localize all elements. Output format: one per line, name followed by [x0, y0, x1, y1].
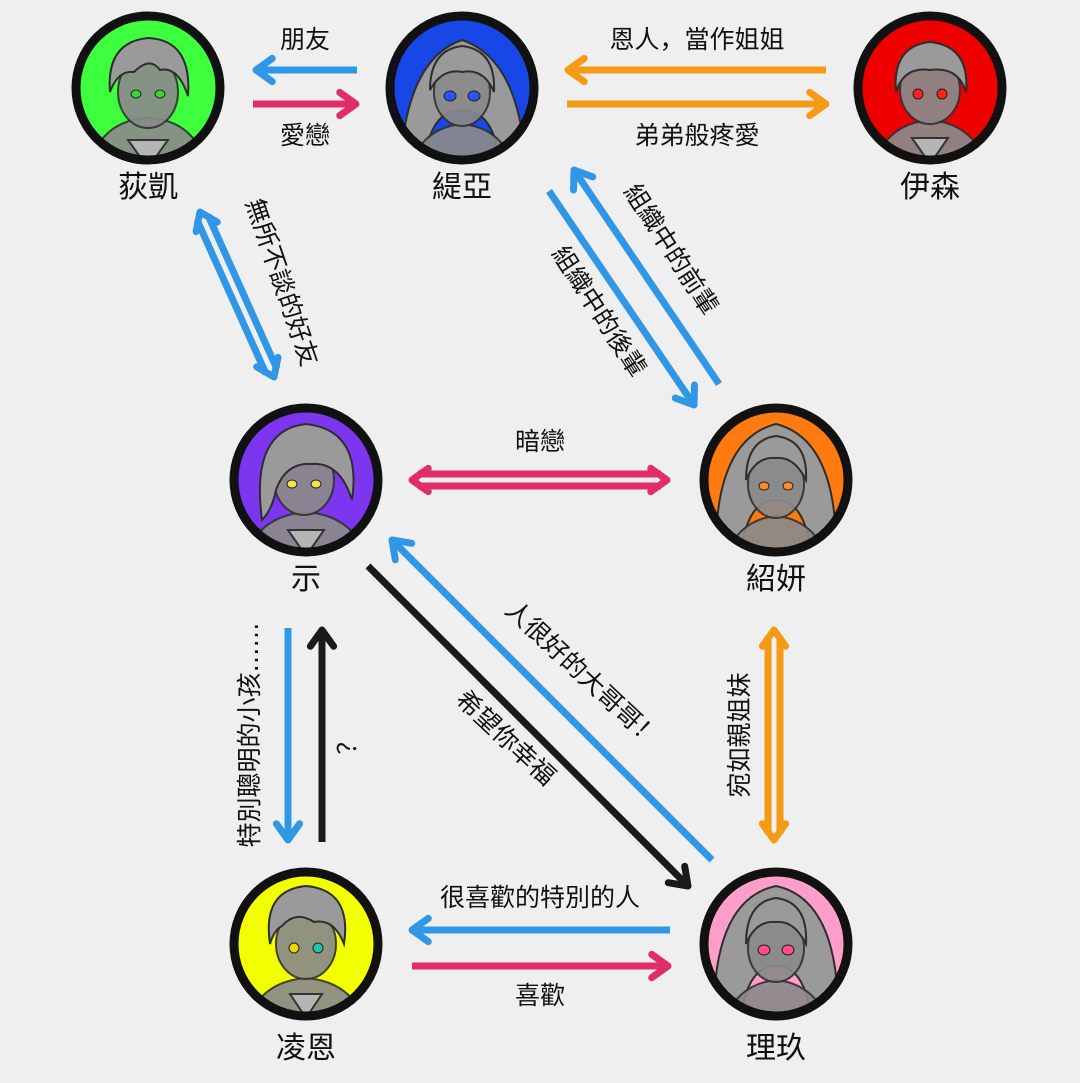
node-yisen[interactable]: 伊森 — [853, 11, 1007, 205]
avatar-ring-yisen — [853, 11, 1007, 165]
arrow-head-dikai-to-tiya — [336, 88, 360, 120]
name-lijiu: 理玖 — [746, 1031, 806, 1066]
avatar-ring-tiya — [385, 11, 539, 165]
arrow-shaft-shi-to-lijiu — [365, 563, 689, 887]
arrow-head-tiya-to-yisen — [806, 88, 830, 120]
arrow-head-end-shaoyan-lijiu — [758, 820, 790, 844]
avatar-ring-lingen — [229, 867, 383, 1021]
label-lingen-to-shi: ？ — [333, 729, 362, 754]
name-yisen: 伊森 — [900, 170, 960, 205]
label-tiya-to-yisen: 弟弟般疼愛 — [634, 121, 759, 150]
arrow-yisen-to-tiya — [564, 54, 826, 86]
arrow-shi-to-lingen — [272, 628, 304, 844]
arrow-shaft-tiya-to-shaoyan — [546, 189, 696, 405]
arrow-shaft-lijiu-to-shi — [391, 539, 715, 863]
node-shaoyan[interactable]: 紹妍 — [699, 403, 853, 597]
label-lijiu-to-lingen: 很喜歡的特別的人 — [440, 883, 640, 912]
arrow-head-lingen-to-lijiu — [648, 950, 672, 982]
arrow-dikai-shi — [192, 208, 282, 381]
avatar-ring-dikai — [71, 11, 225, 165]
arrow-lijiu-to-shi — [388, 536, 715, 863]
avatar-ring-shaoyan — [699, 403, 853, 557]
arrow-head-start-shi-shaoyan — [408, 464, 432, 496]
portrait-yisen — [870, 40, 990, 160]
label-shi-shaoyan: 暗戀 — [515, 427, 565, 456]
node-lijiu[interactable]: 理玖 — [699, 867, 853, 1066]
arrow-shi-shaoyan — [408, 464, 671, 496]
name-shaoyan: 紹妍 — [746, 562, 806, 597]
avatar-ring-lijiu — [699, 867, 853, 1021]
name-tiya: 緹亞 — [432, 170, 492, 205]
arrow-head-lijiu-to-shi — [388, 536, 416, 564]
arrow-head-tiya-to-dikai — [252, 54, 276, 86]
arrow-shaoyan-to-tiya — [570, 166, 722, 386]
arrow-dikai-to-tiya — [253, 88, 360, 120]
arrow-head-start-dikai-shi — [192, 208, 221, 236]
arrow-head-yisen-to-tiya — [564, 54, 588, 86]
arrow-head-lijiu-to-lingen — [408, 914, 432, 946]
arrow-tiya-to-dikai — [252, 54, 357, 86]
label-tiya-to-dikai: 朋友 — [280, 25, 330, 54]
arrow-head-shi-to-lingen — [272, 820, 304, 844]
arrow-head-shi-to-lijiu — [664, 862, 692, 890]
arrow-tiya-to-shaoyan — [546, 189, 698, 409]
node-lingen[interactable]: 凌恩 — [229, 867, 383, 1066]
arrow-shaoyan-lijiu — [758, 626, 790, 844]
name-shi: 示 — [291, 562, 321, 597]
arrow-shaft-shaoyan-to-tiya — [572, 170, 722, 386]
arrow-shaft-dikai-shi — [204, 213, 281, 371]
arrow-head-shaoyan-to-tiya — [570, 166, 597, 194]
arrow-tiya-to-yisen — [567, 88, 830, 120]
node-tiya[interactable]: 緹亞 — [385, 11, 539, 205]
label-yisen-to-tiya: 恩人，當作姐姐 — [609, 25, 784, 54]
label-shaoyan-to-tiya: 組織中的前輩 — [618, 179, 724, 321]
arrow-head-tiya-to-shaoyan — [671, 381, 698, 409]
avatar-ring-shi — [229, 403, 383, 557]
arrow-lijiu-to-lingen — [408, 914, 670, 946]
arrow-lingen-to-lijiu — [412, 950, 672, 982]
arrow-head-end-shi-shaoyan — [647, 464, 671, 496]
arrow-lingen-to-shi — [306, 626, 338, 842]
arrows-layer — [192, 54, 830, 982]
label-dikai-to-tiya: 愛戀 — [280, 121, 330, 150]
label-shi-to-lingen: 特別聰明的小孩…… — [235, 622, 264, 847]
label-lingen-to-lijiu: 喜歡 — [515, 981, 565, 1010]
arrow-head-lingen-to-shi — [306, 626, 338, 650]
arrow-head-start-shaoyan-lijiu — [758, 626, 790, 650]
arrow-head-end-dikai-shi — [253, 353, 282, 381]
node-shi[interactable]: 示 — [229, 403, 383, 597]
node-dikai[interactable]: 荻凱 — [71, 11, 225, 205]
arrow-shi-to-lijiu — [365, 563, 692, 890]
label-shaoyan-lijiu: 宛如親姐妹 — [725, 672, 754, 797]
name-lingen: 凌恩 — [276, 1031, 336, 1066]
arrow-shaft-dikai-shi — [193, 218, 270, 376]
name-dikai: 荻凱 — [118, 170, 178, 205]
